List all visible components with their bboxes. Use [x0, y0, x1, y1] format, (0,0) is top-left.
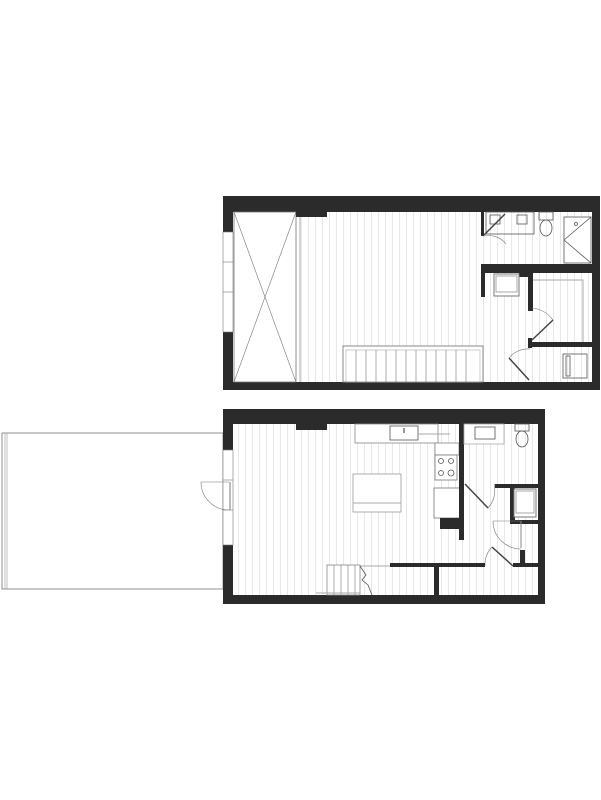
door-swing	[508, 307, 554, 381]
washer-dryer-icon	[493, 273, 520, 297]
closet	[533, 277, 592, 345]
door-swing	[483, 213, 507, 245]
range-icon	[434, 454, 458, 481]
window	[222, 231, 234, 333]
entry-door	[200, 481, 231, 511]
washer-dryer-icon	[513, 488, 537, 518]
deck	[1, 432, 224, 590]
door-swing	[484, 520, 522, 567]
kitchen-island	[352, 473, 402, 513]
bathroom-vanity	[463, 423, 505, 445]
toilet-icon	[538, 211, 554, 237]
door-swing	[464, 483, 496, 509]
staircase-upper	[342, 345, 484, 383]
sink-icon	[389, 425, 419, 441]
open-to-below	[233, 211, 301, 383]
shower-icon	[563, 216, 592, 264]
toilet-icon	[514, 423, 530, 448]
lower-floor-plan	[1, 409, 545, 604]
staircase-lower	[316, 564, 390, 596]
sink-icon	[516, 214, 528, 225]
sink-icon	[474, 426, 496, 440]
closet	[439, 567, 538, 595]
upper-floor-plan	[222, 196, 600, 390]
chair-icon	[562, 353, 588, 379]
